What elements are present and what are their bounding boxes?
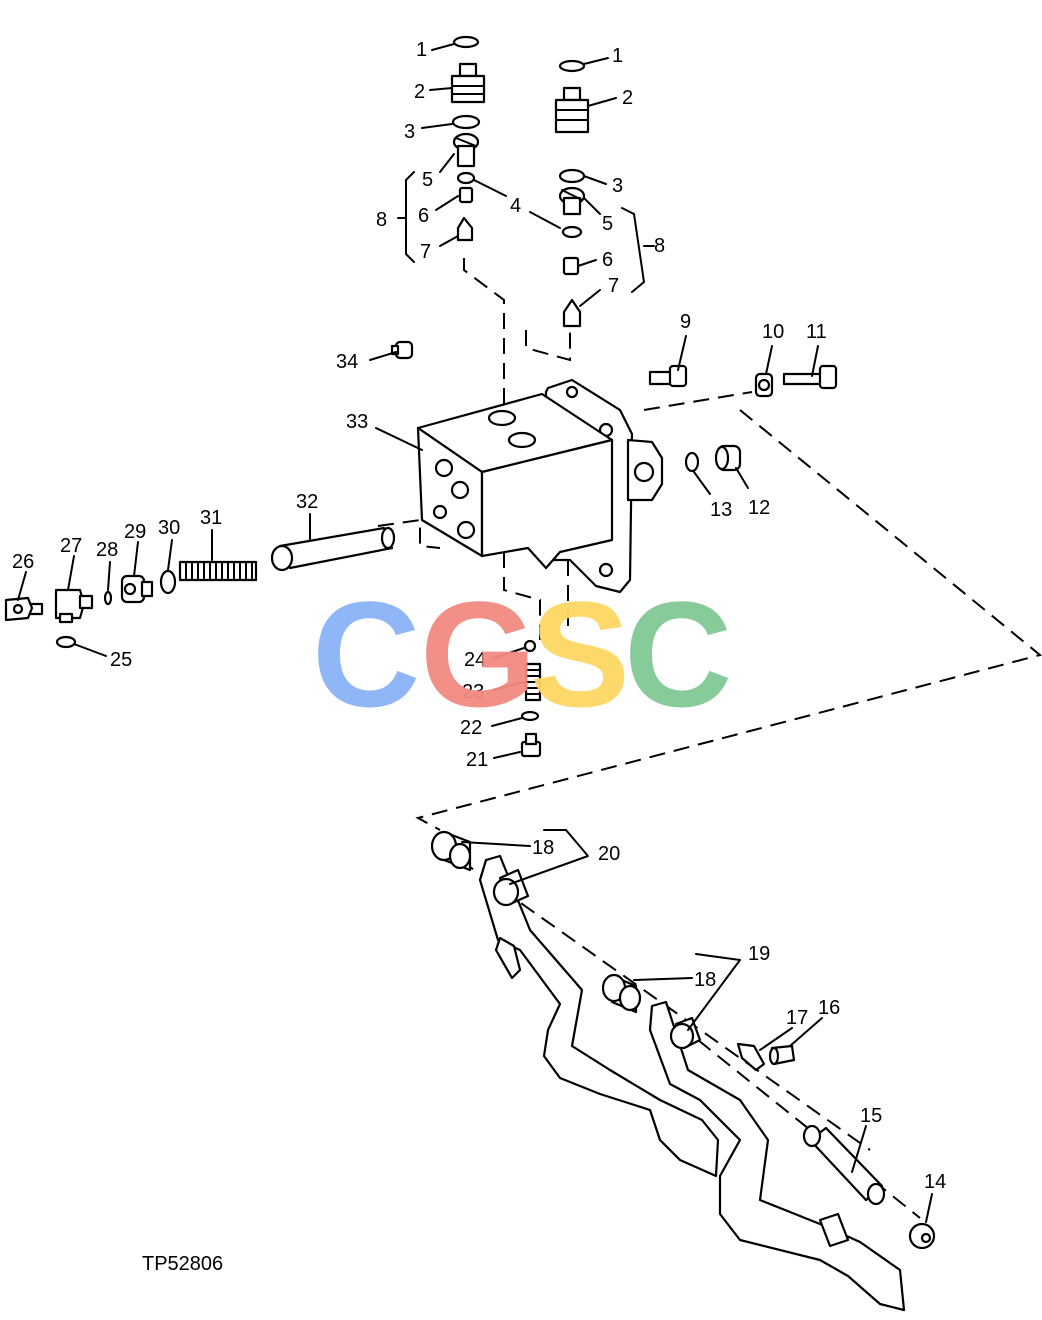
callout-14: 14 [924, 1171, 946, 1193]
callout-12: 12 [748, 497, 770, 519]
snap-ring-14 [908, 1222, 936, 1250]
leader-lines [17, 43, 933, 1223]
callout-3a: 3 [404, 121, 415, 143]
bolt-11 [782, 364, 838, 390]
bolt-9 [648, 364, 688, 388]
callout-22: 22 [460, 717, 482, 739]
callout-32: 32 [296, 491, 318, 513]
callout-8b: 8 [654, 235, 665, 257]
o-ring-1a [452, 35, 480, 49]
spring-23 [524, 662, 542, 702]
callout-18a: 18 [532, 837, 554, 859]
left-horizontal-stack [4, 526, 396, 649]
bushing-18a [430, 830, 472, 872]
fitting-2b [554, 86, 590, 134]
callout-13: 13 [710, 499, 732, 521]
callout-8a: 8 [376, 209, 387, 231]
callout-33: 33 [346, 411, 368, 433]
callout-24: 24 [464, 649, 486, 671]
valve-body [416, 378, 664, 594]
pedal-assembly [430, 830, 936, 1312]
callout-28: 28 [96, 539, 118, 561]
callout-6b: 6 [602, 249, 613, 271]
callout-4: 4 [510, 195, 521, 217]
plug-6a [458, 186, 474, 204]
figure-id: TP52806 [142, 1253, 223, 1275]
callout-2b: 2 [622, 87, 633, 109]
right-valve-stack [554, 59, 590, 328]
bushing-18b [601, 973, 642, 1014]
callout-6a: 6 [418, 205, 429, 227]
o-ring-3b [558, 168, 586, 184]
callout-27: 27 [60, 535, 82, 557]
pin-16 [768, 1044, 796, 1066]
o-ring-28 [103, 590, 113, 606]
callout-7a: 7 [420, 241, 431, 263]
washer-4a [456, 171, 476, 185]
o-ring-3a [451, 114, 481, 130]
callout-10: 10 [762, 321, 784, 343]
callout-30: 30 [158, 517, 180, 539]
watermark-letter-g: G [420, 570, 537, 738]
poppet-7b [562, 298, 582, 328]
callout-7b: 7 [608, 275, 619, 297]
spool-32 [270, 526, 396, 572]
spring-31 [178, 560, 258, 582]
ball-24 [523, 639, 537, 653]
callout-18b: 18 [694, 969, 716, 991]
shaft-15 [802, 1124, 886, 1206]
callout-20: 20 [598, 843, 620, 865]
fitting-2a [450, 62, 486, 104]
tee-fitting-27 [54, 588, 94, 624]
bushing-12 [714, 444, 742, 472]
o-ring-22 [520, 710, 540, 722]
callout-9: 9 [680, 311, 691, 333]
callout-15: 15 [860, 1105, 882, 1127]
bushing-19-tube [669, 1016, 702, 1050]
o-ring-13 [684, 451, 700, 473]
clip-17 [736, 1042, 766, 1072]
callout-26: 26 [12, 551, 34, 573]
nut-10 [754, 372, 774, 398]
screw-5b [558, 186, 586, 216]
callout-19: 19 [748, 943, 770, 965]
plug-21 [520, 732, 542, 758]
callout-5b: 5 [602, 213, 613, 235]
right-hardware [390, 340, 838, 473]
o-ring-25 [55, 635, 77, 649]
callout-11: 11 [806, 321, 827, 343]
callout-17: 17 [786, 1007, 808, 1029]
poppet-7a [456, 216, 474, 242]
bushing-20-tube [492, 868, 530, 907]
plug-34 [390, 340, 414, 360]
watermark-letter-c1: C [312, 570, 420, 738]
callout-16: 16 [818, 997, 840, 1019]
callout-23: 23 [462, 681, 484, 703]
screw-5a [452, 132, 480, 168]
plug-29 [120, 574, 154, 604]
watermark-letter-c2: C [624, 570, 732, 738]
callout-1b: 1 [612, 45, 623, 67]
callout-21: 21 [466, 749, 488, 771]
callout-29: 29 [124, 521, 146, 543]
o-ring-30 [159, 569, 177, 595]
callout-2a: 2 [414, 81, 425, 103]
callout-1a: 1 [416, 39, 427, 61]
callout-labels: 1 1 2 2 3 3 4 5 5 6 6 7 7 8 8 9 10 11 12… [12, 39, 946, 1193]
watermark: C G S C [312, 570, 732, 738]
lower-valve-parts [520, 639, 542, 758]
callout-25: 25 [110, 649, 132, 671]
callout-34: 34 [336, 351, 358, 373]
watermark-letter-s: S [530, 570, 630, 738]
fitting-26 [4, 596, 44, 622]
callout-5a: 5 [422, 169, 433, 191]
plug-6b [562, 256, 580, 276]
callout-3b: 3 [612, 175, 623, 197]
washer-4b [561, 225, 583, 239]
o-ring-1b [558, 59, 586, 73]
callout-31: 31 [200, 507, 222, 529]
left-valve-stack [450, 35, 486, 242]
